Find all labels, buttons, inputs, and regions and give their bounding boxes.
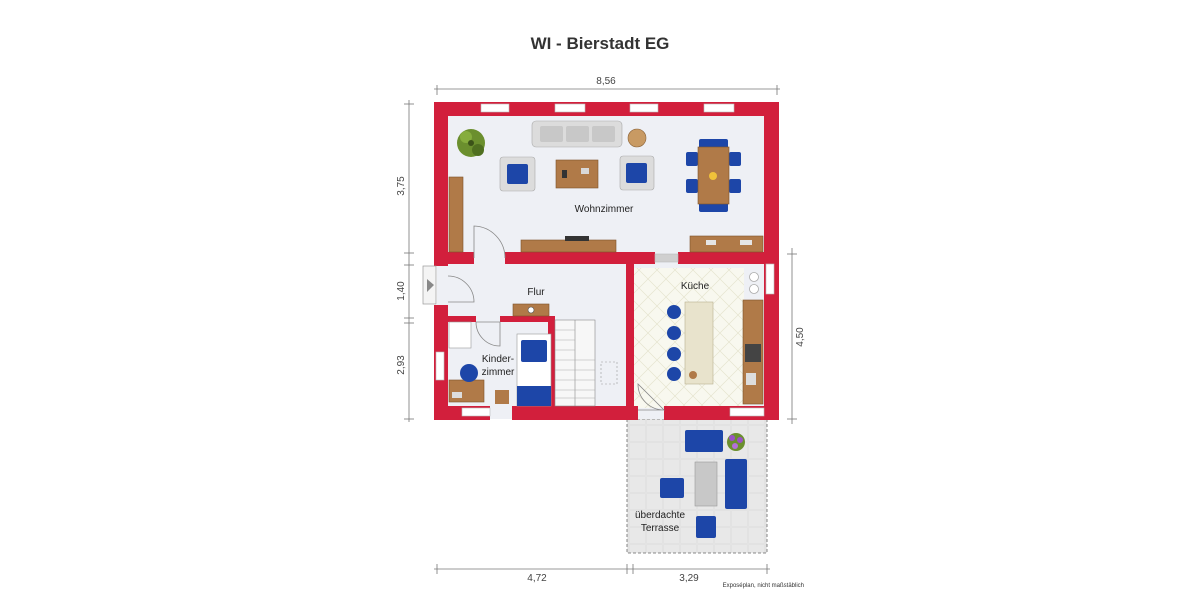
room-label-kinder-2: zimmer — [482, 367, 515, 378]
entrance-arrow-icon — [427, 279, 434, 292]
stove-icon — [749, 272, 759, 294]
armchair-icon — [619, 155, 655, 191]
desk-icon — [448, 364, 485, 403]
side-table-icon — [627, 128, 647, 148]
dimension-bottom-left-label: 4,72 — [527, 573, 547, 584]
dimension-bottom-right-label: 3,29 — [679, 573, 699, 584]
footnote: Exposéplan, nicht maßstäblich — [722, 583, 804, 589]
room-label-flur: Flur — [527, 287, 545, 298]
dimension-bottom — [434, 564, 770, 574]
room-label-kinder-1: Kinder- — [482, 354, 514, 365]
dimension-left-mid-label: 1,40 — [396, 281, 407, 301]
dimension-left — [404, 100, 414, 422]
stairs-icon[interactable] — [554, 319, 618, 407]
plan-title: WI - Bierstadt EG — [530, 34, 670, 53]
wardrobe-kinder — [448, 321, 472, 349]
tv-cabinet — [520, 236, 617, 253]
terrace-sofa-icon — [660, 430, 747, 538]
dimension-right — [787, 248, 797, 424]
flower-icon — [727, 433, 745, 451]
door-icon[interactable] — [447, 225, 665, 411]
windows — [435, 103, 775, 417]
dimension-right-label: 4,50 — [795, 327, 806, 347]
armchair-icon — [499, 156, 536, 192]
walls — [434, 102, 779, 420]
kitchen-counter — [742, 299, 764, 405]
room-label-terrasse-2: Terrasse — [641, 523, 680, 534]
sideboard-left — [448, 176, 464, 253]
room-label-terrasse-1: überdachte — [635, 510, 685, 521]
room-label-wohnzimmer: Wohnzimmer — [575, 204, 634, 215]
dimension-top-label: 8,56 — [596, 76, 616, 87]
shelf-right — [689, 235, 764, 253]
plant-icon — [457, 129, 485, 157]
kitchen-island — [667, 301, 714, 385]
dimension-top — [434, 85, 780, 95]
bed-icon — [495, 333, 552, 407]
coffee-table-icon — [555, 159, 599, 189]
dimension-left-bottom-label: 2,93 — [396, 355, 407, 375]
dining-table-icon — [686, 139, 741, 212]
lamp-icon — [527, 306, 535, 314]
dimension-left-top-label: 3,75 — [396, 176, 407, 196]
sofa-icon — [531, 120, 623, 148]
room-label-kueche: Küche — [681, 281, 710, 292]
